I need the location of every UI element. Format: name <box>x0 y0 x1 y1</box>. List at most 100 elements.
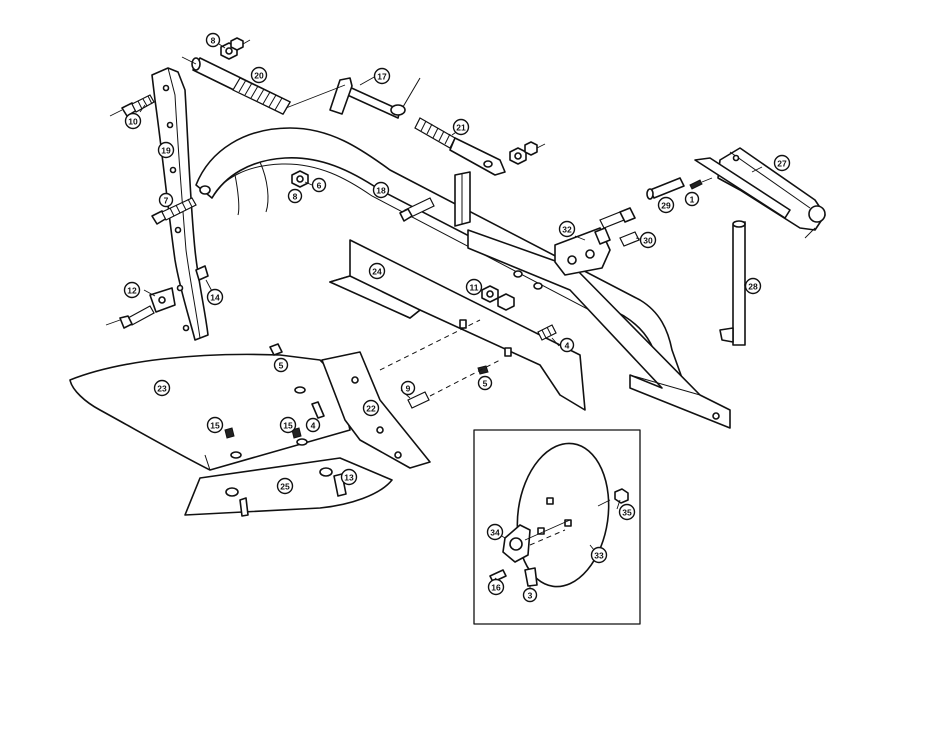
brace-17 <box>285 77 421 119</box>
callout-label: 6 <box>317 181 322 191</box>
callout-label: 11 <box>470 283 479 293</box>
callout-8: 8 <box>205 32 221 48</box>
callout-label: 33 <box>594 551 604 561</box>
callout-21: 21 <box>452 118 470 136</box>
callout-25: 25 <box>276 477 294 495</box>
callout-23: 23 <box>153 379 171 397</box>
callout-label: 28 <box>748 282 758 292</box>
callout-label: 25 <box>280 482 290 492</box>
callout-circle <box>590 546 608 564</box>
callout-34: 34 <box>486 523 504 541</box>
callout-3: 3 <box>522 587 538 603</box>
callout-29: 29 <box>657 196 675 214</box>
callout-circle <box>372 181 390 199</box>
callout-label: 7 <box>164 196 169 206</box>
callout-label: 4 <box>565 341 570 351</box>
callout-circle <box>340 468 358 486</box>
moldboard-23 <box>69 343 351 471</box>
callout-circle <box>362 399 380 417</box>
callout-circle <box>305 417 321 433</box>
callout-label: 24 <box>372 267 382 277</box>
callout-label: 30 <box>643 236 653 246</box>
callout-circle <box>279 416 297 434</box>
callout-label: 14 <box>210 293 220 303</box>
bracket-12 <box>105 265 209 329</box>
frog-fasteners <box>477 285 557 375</box>
callout-label: 20 <box>254 71 264 81</box>
nut-beam <box>291 170 435 222</box>
callout-18: 18 <box>372 181 390 199</box>
callout-label: 22 <box>366 404 376 414</box>
callout-30: 30 <box>639 231 657 249</box>
callout-label: 13 <box>344 473 354 483</box>
frame-bar <box>454 171 731 429</box>
callout-label: 8 <box>211 36 216 46</box>
callout-circle <box>368 262 386 280</box>
callout-label: 1 <box>690 195 695 205</box>
callout-10: 10 <box>124 112 142 130</box>
bolts-left <box>109 94 197 225</box>
callout-label: 5 <box>279 361 284 371</box>
callout-15: 15 <box>206 416 224 434</box>
bolt-21 <box>414 117 506 176</box>
callout-11: 11 <box>465 278 483 296</box>
callout-label: 9 <box>406 384 411 394</box>
callout-label: 12 <box>127 286 137 296</box>
callout-14: 14 <box>206 288 224 306</box>
callout-circle <box>773 154 791 172</box>
callout-circle <box>486 523 504 541</box>
callout-label: 32 <box>562 225 572 235</box>
pin-29 <box>646 177 713 200</box>
callout-28: 28 <box>744 277 762 295</box>
callout-13: 13 <box>340 468 358 486</box>
callout-circle <box>618 503 636 521</box>
callout-12: 12 <box>123 281 141 299</box>
callout-circle <box>206 288 224 306</box>
callout-35: 35 <box>618 503 636 521</box>
callout-7: 7 <box>158 192 174 208</box>
callout-circle <box>639 231 657 249</box>
frog-standard <box>329 239 586 411</box>
callout-9: 9 <box>400 380 416 396</box>
clevis-32 <box>554 207 640 276</box>
long-bolt-20 <box>181 56 291 115</box>
callout-circle <box>287 188 303 204</box>
callout-label: 17 <box>377 72 387 82</box>
callout-circle <box>124 112 142 130</box>
callout-circle <box>400 380 416 396</box>
callout-label: 16 <box>491 583 501 593</box>
callout-label: 19 <box>161 146 171 156</box>
callout-label: 21 <box>456 123 466 133</box>
callout-label: 23 <box>157 384 167 394</box>
callout-circle <box>465 278 483 296</box>
callout-label: 8 <box>293 192 298 202</box>
callout-label: 4 <box>311 421 316 431</box>
callout-4: 4 <box>559 337 575 353</box>
callout-6: 6 <box>311 177 327 193</box>
callout-label: 15 <box>283 421 293 431</box>
callout-8: 8 <box>287 188 303 204</box>
callout-circle <box>157 141 175 159</box>
callout-15: 15 <box>279 416 297 434</box>
hitch-27 <box>694 147 826 239</box>
callout-circle <box>522 587 538 603</box>
callout-circle <box>276 477 294 495</box>
callout-32: 32 <box>558 220 576 238</box>
callout-circle <box>123 281 141 299</box>
callout-circle <box>273 357 289 373</box>
callout-circle <box>477 375 493 391</box>
callout-label: 3 <box>528 591 533 601</box>
callout-label: 27 <box>777 159 787 169</box>
callout-27: 27 <box>773 154 791 172</box>
callout-4: 4 <box>305 417 321 433</box>
callout-label: 35 <box>622 508 632 518</box>
callout-label: 15 <box>210 421 220 431</box>
callout-circle <box>744 277 762 295</box>
nuts-top <box>220 37 546 165</box>
callout-label: 34 <box>490 528 500 538</box>
callout-circle <box>311 177 327 193</box>
callout-circle <box>559 337 575 353</box>
